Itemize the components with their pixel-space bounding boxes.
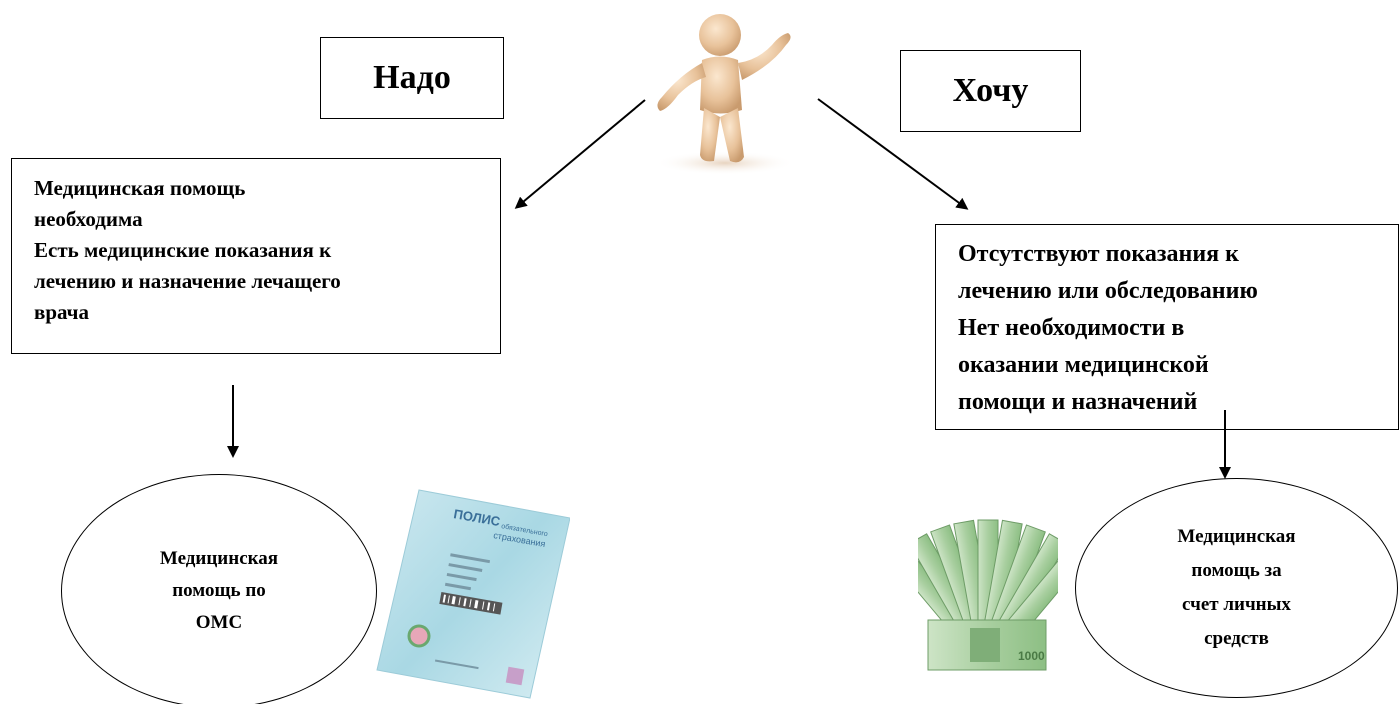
need-line-2: необходима: [34, 207, 143, 231]
want-label: Хочу: [952, 72, 1029, 109]
need-label: Надо: [373, 59, 451, 96]
paid-care-ellipse: Медицинская помощь за счет личных средст…: [1075, 478, 1398, 698]
person-icon: [640, 5, 800, 175]
oms-line-2: помощь по: [172, 580, 266, 601]
want-line-5: помощи и назначений: [958, 389, 1198, 415]
need-label-box: Надо: [320, 37, 504, 119]
want-line-1: Отсутствуют показания к: [958, 241, 1239, 267]
need-line-4: лечению и назначение лечащего: [34, 269, 341, 293]
oms-care-ellipse: Медицинская помощь по ОМС: [61, 474, 377, 704]
paid-line-1: Медицинская: [1177, 526, 1296, 547]
paid-line-2: помощь за: [1191, 560, 1282, 581]
need-description-box: Медицинская помощь необходима Есть медиц…: [11, 158, 501, 354]
need-line-5: врача: [34, 300, 90, 324]
need-line-3: Есть медицинские показания к: [34, 238, 332, 262]
arrow-person-to-left-box: [514, 99, 646, 209]
paid-line-4: средств: [1204, 628, 1269, 649]
svg-text:1000: 1000: [1018, 649, 1045, 663]
want-line-4: оказании медицинской: [958, 352, 1209, 378]
want-description-box: Отсутствуют показания к лечению или обсл…: [935, 224, 1399, 430]
want-line-3: Нет необходимости в: [958, 315, 1185, 341]
paid-line-3: счет личных: [1182, 594, 1291, 615]
oms-line-3: ОМС: [195, 612, 243, 633]
oms-policy-image: ПОЛИС обязательного страхования: [375, 488, 571, 700]
need-line-1: Медицинская помощь: [34, 176, 246, 200]
want-line-2: лечению или обследованию: [958, 278, 1258, 304]
oms-line-1: Медицинская: [159, 548, 279, 569]
ruble-banknotes-image: 1000: [889, 510, 1087, 675]
want-label-box: Хочу: [900, 50, 1081, 132]
